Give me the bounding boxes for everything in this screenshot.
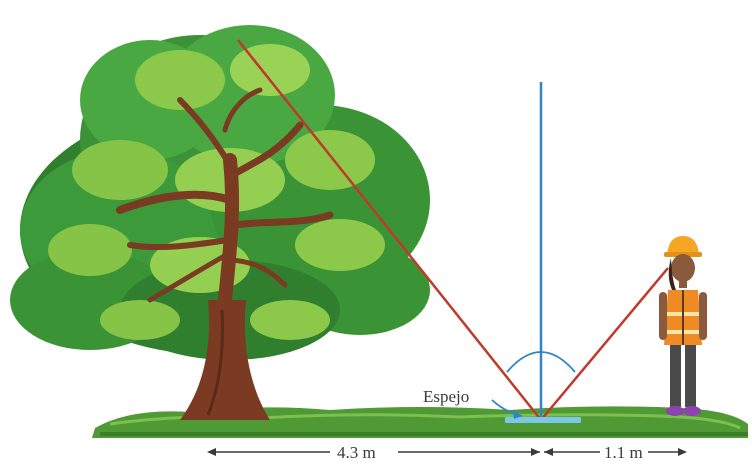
angle-arc [506,351,576,373]
reflection-sight-line [237,39,669,421]
tree-branches [116,87,334,307]
mirror-label: Espejo [423,387,469,406]
person-with-helmet [659,236,707,416]
tree-trunk [180,300,270,420]
distance-label-4-3: 4.3 m [337,443,376,462]
distance-label-1-1: 1.1 m [604,443,643,462]
tree-illustration [10,25,430,420]
distance-measure-mirror-person: 1.1 m [544,443,687,462]
distance-measure-tree-mirror: 4.3 m [207,443,540,462]
mirror-icon [505,417,581,423]
